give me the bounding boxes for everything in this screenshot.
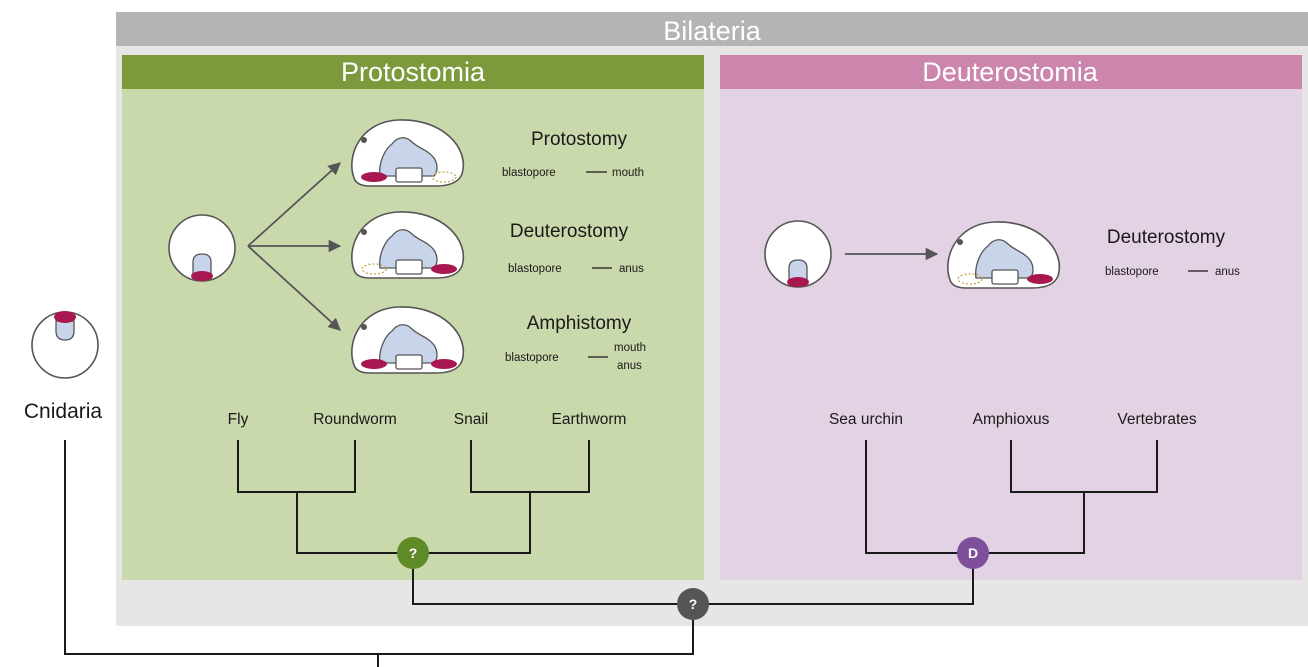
taxon-amphioxus: Amphioxus xyxy=(973,411,1050,428)
deuterostomia-header: Deuterostomia xyxy=(922,57,1099,87)
taxon-fly: Fly xyxy=(228,411,249,428)
protostomia-node: ? xyxy=(397,537,429,569)
cnidaria-label: Cnidaria xyxy=(24,400,103,423)
amphistomy-fate-anus: anus xyxy=(617,360,642,372)
protostomia-node-label: ? xyxy=(409,545,418,561)
taxon-roundworm: Roundworm xyxy=(313,411,397,428)
bilateria-header: Bilateria xyxy=(663,16,762,46)
bilateria-node: ? xyxy=(677,588,709,620)
taxon-snail: Snail xyxy=(454,411,488,428)
deuterostomy-d-title: Deuterostomy xyxy=(1107,227,1226,248)
deuterostomia-panel xyxy=(720,55,1302,580)
cnidaria-gastrula xyxy=(32,311,98,378)
protostomy-title: Protostomy xyxy=(531,129,628,150)
protostomia-header: Protostomia xyxy=(341,57,486,87)
deuterostomy-d-blastopore: blastopore xyxy=(1105,266,1159,278)
deuterostomy-d-fate: anus xyxy=(1215,266,1240,278)
protostomy-blastopore: blastopore xyxy=(502,167,556,179)
amphistomy-fate-mouth: mouth xyxy=(614,342,646,354)
deuterostomy-title: Deuterostomy xyxy=(510,221,629,242)
amphistomy-blastopore: blastopore xyxy=(505,352,559,364)
deuterostomy-blastopore: blastopore xyxy=(508,263,562,275)
protostomia-gastrula xyxy=(169,215,235,281)
deuterostomia-node-label: D xyxy=(968,545,978,561)
taxon-vertebrates: Vertebrates xyxy=(1117,411,1197,428)
taxon-sea-urchin: Sea urchin xyxy=(829,411,903,428)
amphistomy-title: Amphistomy xyxy=(527,313,632,334)
protostomy-fate: mouth xyxy=(612,167,644,179)
deuterostomia-node: D xyxy=(957,537,989,569)
deuterostomia-gastrula xyxy=(765,221,831,287)
deuterostomy-fate: anus xyxy=(619,263,644,275)
bilateria-node-label: ? xyxy=(689,596,698,612)
taxon-earthworm: Earthworm xyxy=(552,411,627,428)
